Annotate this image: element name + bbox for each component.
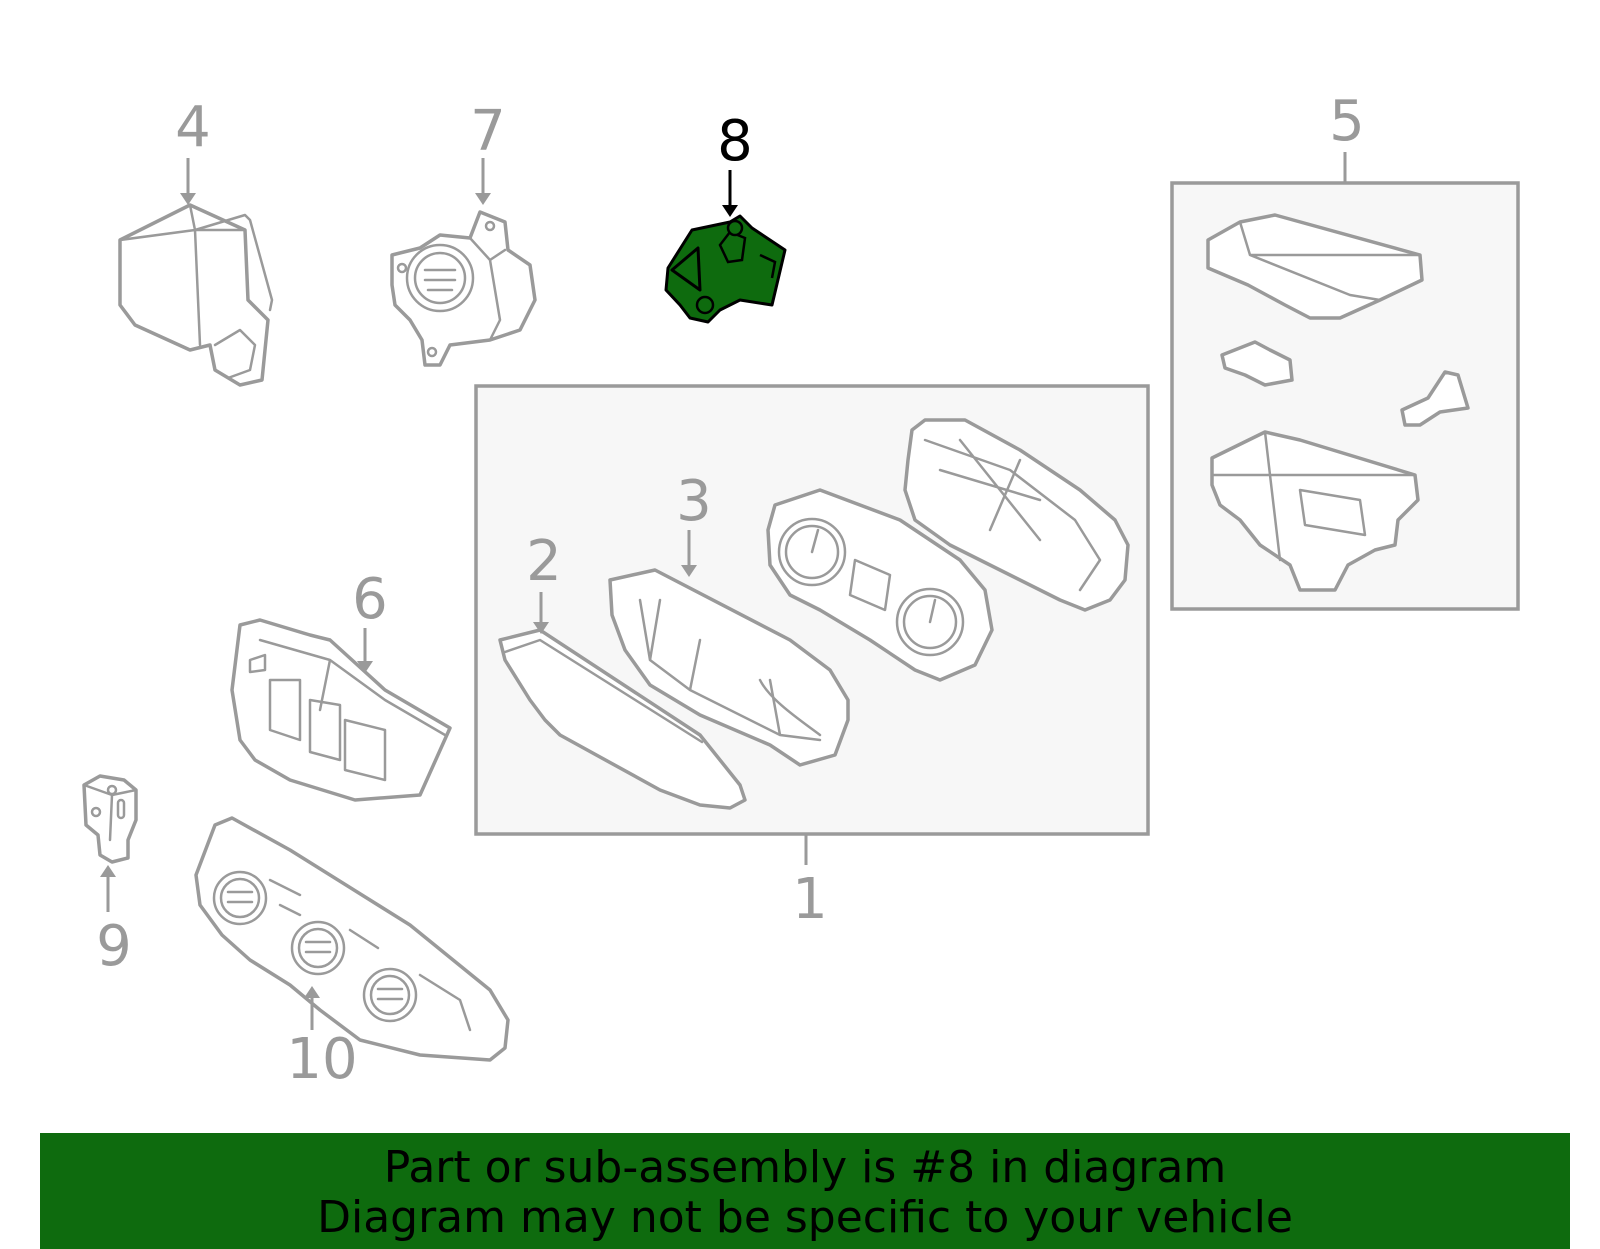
group-box-1 (474, 384, 1150, 836)
callout-3: 3 (676, 469, 712, 534)
callout-4: 4 (175, 95, 211, 160)
callout-6: 6 (352, 567, 388, 632)
arrow-10 (304, 986, 320, 998)
part-7[interactable] (390, 210, 537, 367)
callout-2: 2 (526, 529, 562, 594)
part-5[interactable] (1206, 213, 1470, 592)
callout-1: 1 (792, 867, 828, 932)
banner-line-2: Diagram may not be specific to your vehi… (317, 1192, 1293, 1243)
callout-5: 5 (1329, 89, 1365, 154)
part-3[interactable] (608, 568, 850, 767)
arrow-4 (180, 193, 196, 205)
part-cluster-housing[interactable] (903, 418, 1130, 612)
part-10[interactable] (194, 816, 510, 1062)
part-cluster-gauges[interactable] (766, 488, 994, 682)
part-9[interactable] (82, 774, 138, 864)
arrow-8 (722, 205, 738, 217)
info-banner: Part or sub-assembly is #8 in diagram Di… (40, 1133, 1570, 1249)
arrow-9 (100, 865, 116, 877)
arrow-3 (681, 565, 697, 577)
part-2[interactable] (498, 628, 747, 810)
callout-10: 10 (286, 1027, 357, 1092)
arrow-2 (533, 622, 549, 634)
callout-8: 8 (717, 109, 753, 174)
arrow-7 (475, 193, 491, 205)
part-8[interactable] (664, 214, 787, 324)
banner-line-1: Part or sub-assembly is #8 in diagram (383, 1142, 1227, 1193)
callout-7: 7 (470, 99, 506, 164)
arrow-6 (357, 661, 373, 673)
part-6[interactable] (230, 618, 452, 802)
part-4[interactable] (118, 203, 274, 387)
callout-9: 9 (96, 914, 132, 979)
